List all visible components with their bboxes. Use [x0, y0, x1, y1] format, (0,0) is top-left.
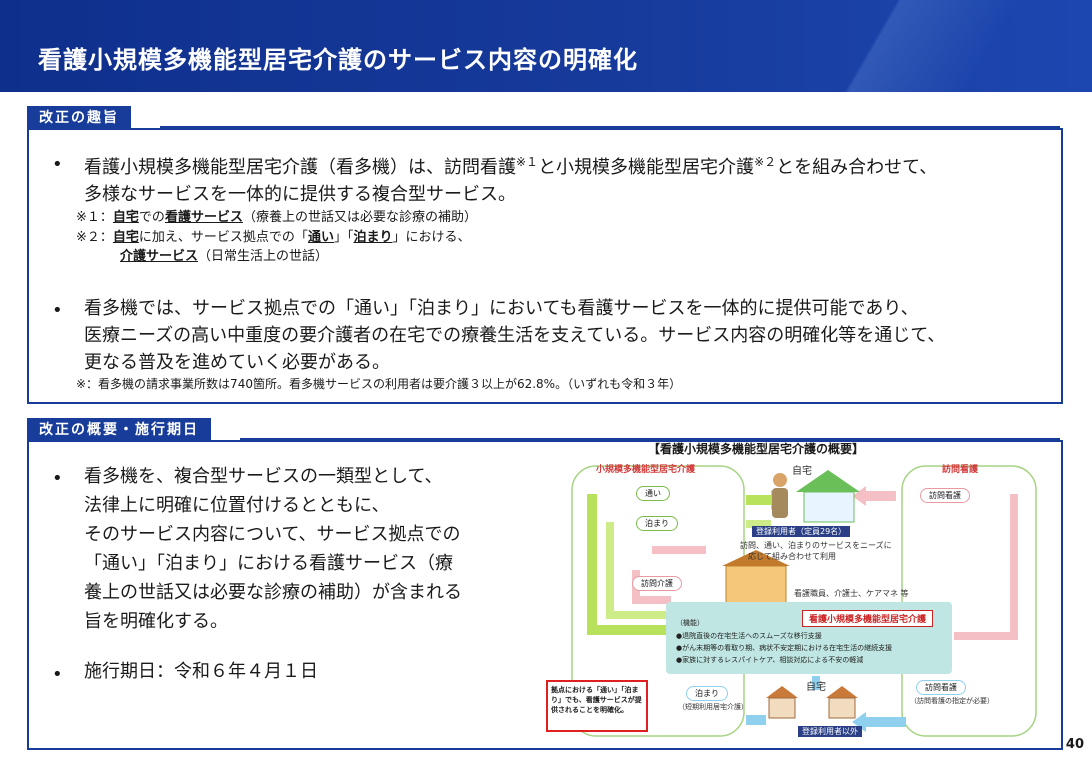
section-rule	[240, 438, 1060, 441]
purpose-box	[27, 128, 1063, 404]
footnote-2-cont: 介護サービス（日常生活上の世話）	[120, 249, 329, 264]
pill-kayoi: 通い	[636, 486, 670, 501]
house-body-bottom-2	[828, 697, 856, 719]
purpose-bullet-2: 看多機では、サービス拠点での「通い」「泊まり」においても看護サービスを一体的に提…	[84, 298, 946, 373]
pill-houmon-kango: 訪問看護	[920, 488, 970, 503]
label-non-registered: 登録利用者以外	[798, 726, 862, 737]
label-home-bottom: 自宅	[806, 682, 826, 693]
label-services-note-1: 訪問、通い、泊まりのサービスをニーズに	[740, 541, 892, 550]
label-staff: 看護職員、介護士、ケアマネ 等	[794, 589, 909, 598]
footnote-2: ※２：自宅に加え、サービス拠点での「通い」「泊まり」における、	[76, 230, 471, 245]
pill-tomari-bottom: 泊まり	[686, 686, 728, 701]
summary-box	[27, 440, 1063, 750]
person-body	[772, 488, 788, 518]
purpose-bullet-1: 看護小規模多機能型居宅介護（看多機）は、訪問看護※１と小規模多機能型居宅介護※２…	[84, 155, 938, 205]
func-item-1: ●退院直後の在宅生活へのスムーズな移行支援	[676, 632, 822, 640]
center-title: 看護小規模多機能型居宅介護	[802, 610, 934, 627]
diagram-title: 【看護小規模多機能型居宅介護の概要】	[648, 442, 865, 456]
label-home-nursing: 訪問看護	[942, 465, 979, 475]
bullet-mark: •	[52, 300, 63, 321]
clarification-callout: 拠点における「通い」「泊まり」でも、看護サービスが提供されることを明確化。	[546, 680, 648, 732]
page-number: 40	[1065, 737, 1084, 752]
right-frame	[901, 465, 1037, 737]
blue-arrowhead-2	[852, 712, 866, 732]
label-houmon-bottom-sub: （訪問看護の指定が必要）	[910, 697, 994, 705]
pill-houmon-bottom: 訪問看護	[916, 680, 966, 695]
label-home-top: 自宅	[792, 466, 812, 477]
section-label-purpose: 改正の趣旨	[27, 106, 131, 130]
facility-roof	[722, 550, 790, 566]
label-services-note-2: 応じて組み合わせて利用	[748, 552, 836, 561]
section-label-summary: 改正の概要・施行期日	[27, 418, 211, 442]
label-registered: 登録利用者（定員29名）	[752, 526, 851, 537]
person-head	[773, 473, 787, 487]
green-arrow-2	[606, 522, 671, 619]
diagram-graphics	[571, 465, 1037, 737]
green-arrow-1	[587, 494, 671, 635]
section-rule	[160, 126, 1060, 129]
pill-tomari: 泊まり	[636, 516, 678, 531]
func-item-2: ●がん末期等の看取り期、病状不安定期における在宅生活の継続支援	[676, 644, 893, 652]
bullet-mark: •	[52, 154, 63, 175]
overview-diagram: 【看護小規模多機能型居宅介護の概要】	[546, 440, 1056, 744]
footnote-1: ※１：自宅での看護サービス（療養上の世話又は必要な診療の補助）	[76, 210, 477, 225]
house-roof-top	[796, 470, 860, 492]
bullet-mark: •	[52, 664, 63, 685]
statistics-note: ※：看多機の請求事業所数は740箇所。看多機サービスの利用者は要介護３以上が62…	[76, 377, 682, 391]
facility-building	[725, 565, 787, 607]
pink-arrowhead-3	[852, 486, 866, 506]
pink-arrow-4	[954, 494, 1018, 640]
func-label: （機能）	[676, 619, 704, 627]
func-item-3: ●家族に対するレスパイトケア、相談対応による不安の軽減	[676, 656, 864, 664]
house-roof-bottom-2	[826, 686, 858, 698]
header-banner: 看護小規模多機能型居宅介護のサービス内容の明確化	[0, 0, 1092, 92]
house-roof-bottom-1	[766, 686, 798, 698]
bullet-mark: •	[52, 468, 63, 489]
summary-bullet-1: 看多機を、複合型サービスの一類型として、 法律上に明確に位置付けるとともに、 そ…	[84, 466, 462, 632]
house-body-bottom-1	[768, 697, 796, 719]
effective-date: 施行期日：令和６年４月１日	[84, 661, 318, 682]
page-title: 看護小規模多機能型居宅介護のサービス内容の明確化	[38, 46, 638, 74]
label-small-multi: 小規模多機能型居宅介護	[596, 465, 696, 475]
label-tomari-bottom-sub: （短期利用居宅介護）	[678, 703, 748, 711]
pill-houmon-kaigo: 訪問介護	[632, 576, 682, 591]
house-body-top	[803, 491, 855, 523]
